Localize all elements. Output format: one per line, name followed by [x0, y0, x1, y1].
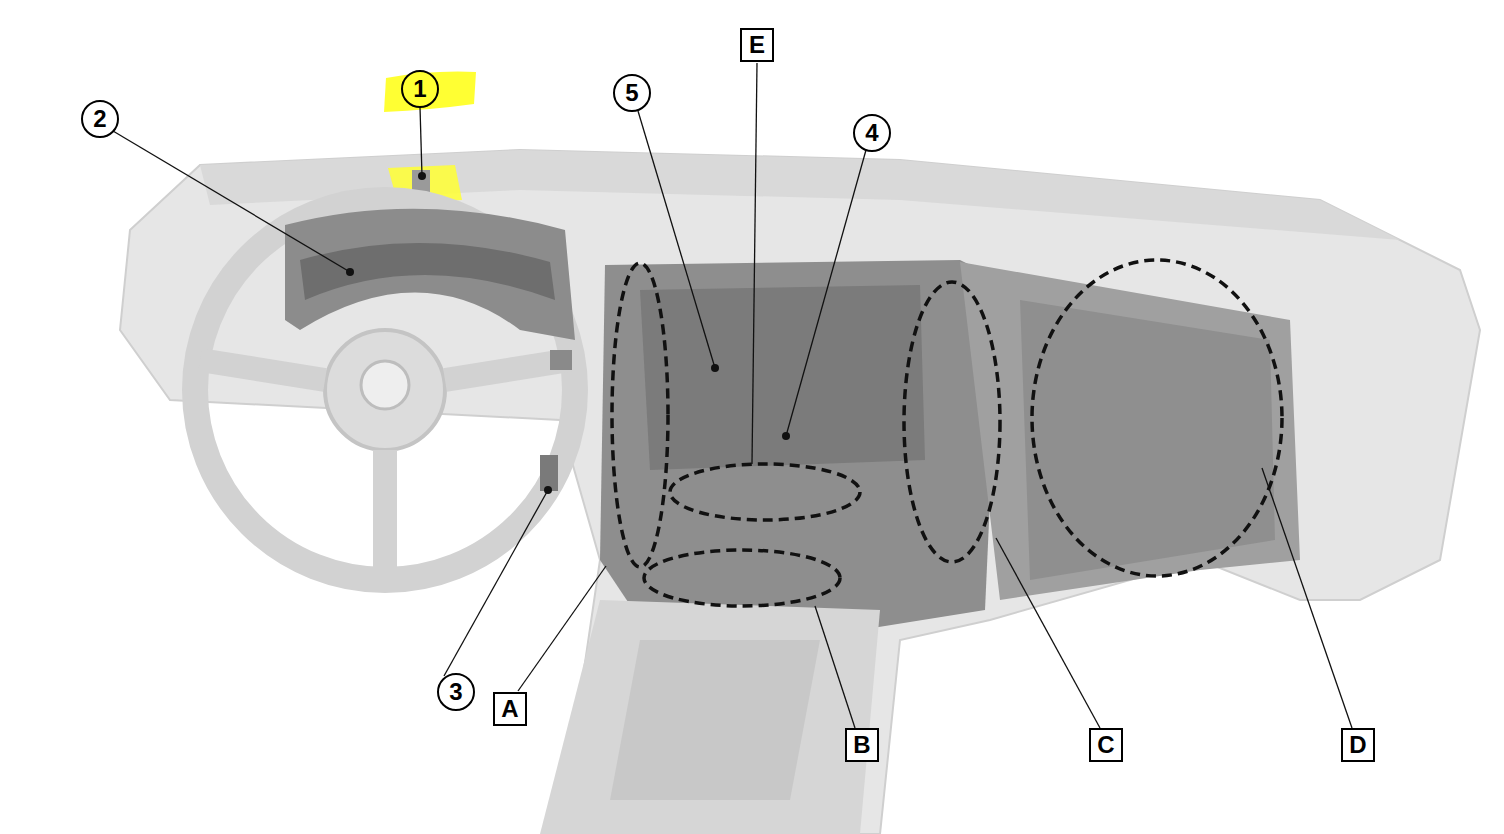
callout-letter-box: A — [493, 692, 527, 726]
callout-number-circle: 3 — [437, 673, 475, 711]
callout-letter-box: E — [740, 28, 774, 62]
callout-letter: A — [501, 697, 518, 721]
callout-number: 5 — [625, 81, 638, 105]
callout-letter-box: B — [845, 728, 879, 762]
callout-letter: D — [1349, 733, 1366, 757]
callout-letter: B — [853, 733, 870, 757]
callout-number-circle: 1 — [401, 70, 439, 108]
callout-number: 1 — [413, 77, 426, 101]
callout-letter: E — [749, 33, 765, 57]
callout-number: 3 — [449, 680, 462, 704]
callout-number-circle: 5 — [613, 74, 651, 112]
callout-letter-box: D — [1341, 728, 1375, 762]
callout-number-circle: 2 — [81, 100, 119, 138]
callout-letter-box: C — [1089, 728, 1123, 762]
callout-number-circle: 4 — [853, 114, 891, 152]
callout-number: 4 — [865, 121, 878, 145]
callout-number: 2 — [93, 107, 106, 131]
callout-letter: C — [1097, 733, 1114, 757]
